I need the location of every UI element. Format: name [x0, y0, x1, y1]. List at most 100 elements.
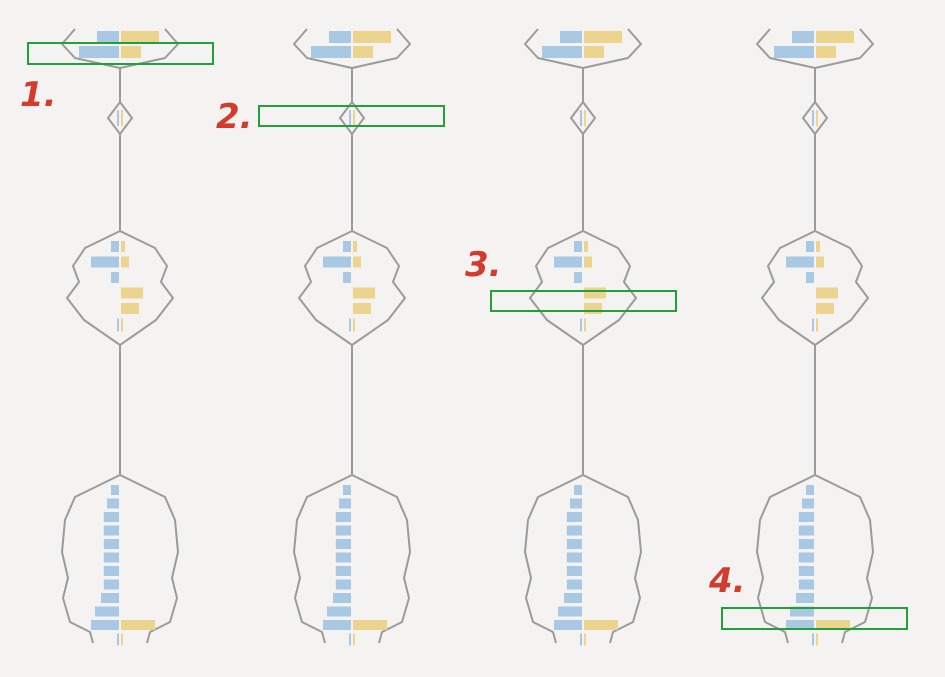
- bottom-node-outline: [61, 474, 179, 644]
- bottom-node-bar-left: [806, 485, 814, 495]
- middle-node-bar-left: [343, 272, 351, 283]
- bottom-node-bar-left: [564, 593, 582, 603]
- top-node-bar-right: [121, 31, 159, 43]
- middle-node-bar-right: [816, 241, 820, 252]
- bottom-node-outline: [524, 474, 642, 644]
- bottom-node-bar-left: [798, 525, 814, 536]
- top-node-bar-right: [584, 31, 622, 43]
- bottom-node-bar-left: [101, 593, 119, 603]
- middle-node-bar-right: [353, 241, 357, 252]
- step-label-1: 1.: [20, 75, 57, 115]
- middle-node-bar-left: [323, 256, 351, 268]
- bottom-node-bar-right: [353, 633, 355, 646]
- top-node-bar-left: [79, 46, 119, 58]
- middle-node-bar-left: [554, 256, 582, 268]
- tree-column: [756, 28, 874, 646]
- bottom-node-bar-left: [566, 579, 582, 590]
- top-node-bar-left: [560, 31, 582, 43]
- highlight-box-step-4: [721, 607, 908, 630]
- middle-node-bar-right: [121, 287, 143, 299]
- highlight-box-step-2: [258, 105, 445, 127]
- middle-node-bar-left: [91, 256, 119, 268]
- middle-node-bar-right: [816, 256, 824, 268]
- bottom-node-bar-left: [103, 552, 119, 563]
- diamond-node-bar-right: [816, 110, 818, 126]
- bottom-node-bar-left: [335, 566, 351, 576]
- top-node-bar-right: [816, 46, 836, 58]
- step-label-2: 2.: [216, 97, 253, 137]
- bottom-node-bar-left: [95, 606, 119, 617]
- diamond-node-bar-left: [117, 110, 119, 126]
- middle-node-bar-right: [353, 303, 371, 314]
- top-node-bar-right: [353, 46, 373, 58]
- bottom-node-bar-left: [786, 620, 814, 630]
- top-node-bar-left: [542, 46, 582, 58]
- diamond-node-bar-right: [121, 110, 123, 126]
- middle-node-bar-left: [117, 318, 119, 332]
- middle-node-bar-left: [574, 241, 582, 252]
- bottom-node-bar-left: [796, 593, 814, 603]
- middle-node-bar-left: [812, 318, 814, 332]
- bottom-node-bar-right: [121, 633, 123, 646]
- diamond-node-outline: [569, 100, 597, 136]
- middle-node-bar-right: [121, 303, 139, 314]
- bottom-node-bar-right: [353, 620, 387, 630]
- top-node-bar-left: [792, 31, 814, 43]
- bottom-node-bar-left: [335, 525, 351, 536]
- bottom-node-bar-left: [335, 579, 351, 590]
- bottom-node-bar-left: [349, 633, 351, 646]
- bottom-node-bar-right: [816, 620, 850, 630]
- middle-node-bar-right: [353, 287, 375, 299]
- top-node-bar-left: [97, 31, 119, 43]
- middle-node-bar-left: [111, 272, 119, 283]
- bottom-node-bar-left: [580, 633, 582, 646]
- bottom-node-bar-left: [111, 485, 119, 495]
- bottom-node-bar-left: [103, 512, 119, 522]
- top-node-bar-right: [121, 46, 141, 58]
- top-node-bar-left: [774, 46, 814, 58]
- middle-node-bar-right: [816, 303, 834, 314]
- tree-column: [524, 28, 642, 646]
- diamond-node-bar-right: [353, 110, 355, 126]
- middle-node-bar-left: [786, 256, 814, 268]
- bottom-node-bar-left: [103, 566, 119, 576]
- diamond-node-outline: [106, 100, 134, 136]
- middle-node-bar-right: [121, 318, 123, 332]
- bottom-node-bar-left: [798, 512, 814, 522]
- bottom-node-bar-left: [343, 485, 351, 495]
- middle-node-bar-left: [806, 272, 814, 283]
- bottom-node-bar-left: [574, 485, 582, 495]
- middle-node-bar-right: [584, 318, 586, 332]
- tree-column: [61, 28, 179, 646]
- diamond-node-bar-left: [580, 110, 582, 126]
- middle-node-bar-left: [111, 241, 119, 252]
- bottom-node-bar-left: [554, 620, 582, 630]
- bottom-node-bar-left: [798, 566, 814, 576]
- middle-node-bar-left: [574, 272, 582, 283]
- bottom-node-bar-left: [107, 498, 119, 509]
- highlight-box-step-1: [27, 42, 214, 65]
- bottom-node-bar-left: [566, 525, 582, 536]
- bottom-node-bar-left: [335, 552, 351, 563]
- diamond-node-bar-right: [584, 110, 586, 126]
- highlight-box-step-3: [490, 290, 677, 312]
- middle-node-bar-right: [584, 287, 606, 299]
- bottom-node-bar-left: [323, 620, 351, 630]
- bottom-node-bar-left: [335, 512, 351, 522]
- bottom-node-bar-right: [816, 633, 818, 646]
- diamond-node-bar-left: [812, 110, 814, 126]
- bottom-node-outline: [756, 474, 874, 644]
- bottom-node-bar-left: [327, 606, 351, 617]
- bottom-node-bar-left: [798, 552, 814, 563]
- middle-node-bar-left: [349, 318, 351, 332]
- bottom-node-bar-left: [790, 606, 814, 617]
- tree-column: [293, 28, 411, 646]
- middle-node-bar-right: [816, 318, 818, 332]
- bottom-node-outline: [293, 474, 411, 644]
- bottom-node-bar-left: [335, 539, 351, 549]
- middle-node-outline: [761, 230, 869, 346]
- middle-node-bar-left: [580, 318, 582, 332]
- bottom-node-bar-left: [812, 633, 814, 646]
